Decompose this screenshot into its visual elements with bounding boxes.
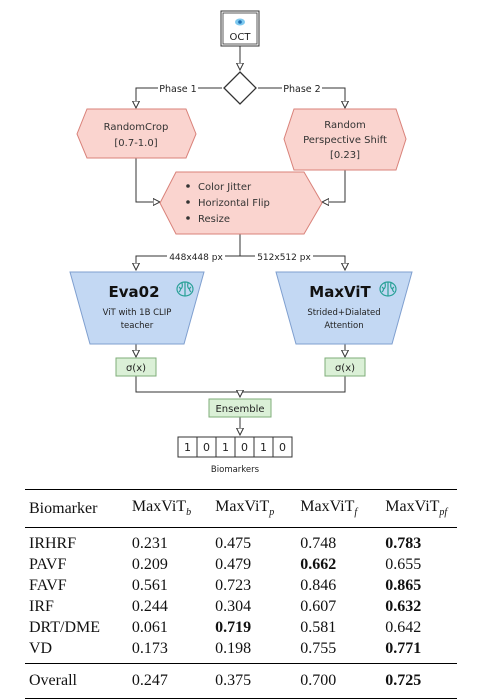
header-biomarker: Biomarker [25,489,132,528]
biomarker-output-vector: 1 0 1 0 1 0 Biomarkers [177,436,293,475]
maxvit-desc-line2: Attention [324,321,363,331]
table-row: VD 0.173 0.198 0.755 0.771 [25,638,457,664]
biomarker-name-cell: Overall [25,663,132,699]
random-perspective-line1: Random [324,120,365,131]
output-bit: 0 [241,441,248,454]
header-maxvit-pf: MaxViTpf [385,489,457,528]
brain-icon [176,281,194,297]
biomarker-name-cell: VD [29,639,53,657]
score-cell: 0.771 [385,639,422,657]
sigmoid-left-node: σ(x) [115,357,157,377]
maxvit-model-node: MaxViT Strided+Dialated Attention [275,271,413,345]
phase-1-label: Phase 1 [159,84,196,95]
eva02-desc-line2: teacher [121,321,154,331]
score-cell: 0.061 [131,618,168,636]
score-cell: 0.244 [131,597,168,615]
eva02-desc-line1: ViT with 1B CLIP [103,308,172,318]
biomarker-name-cell: FAVF [29,576,67,594]
score-cell: 0.655 [385,555,422,573]
random-perspective-node: Random Perspective Shift [0.23] [283,108,407,171]
ensemble-node: Ensemble [208,398,272,418]
random-crop-range: [0.7-1.0] [114,138,157,149]
augment-item: Horizontal Flip [198,198,270,209]
score-cell: 0.700 [300,663,386,699]
score-cell: 0.865 [385,576,422,594]
results-table: Biomarker MaxViTb MaxViTp MaxViTf MaxViT… [25,489,457,699]
score-cell: 0.304 [215,597,252,615]
sigmoid-right-node: σ(x) [324,357,366,377]
size-left-label: 448x448 px [169,253,223,263]
biomarker-name-cell: PAVF [29,555,67,573]
output-bit: 0 [203,441,210,454]
phase-decision-node [223,71,257,105]
sigmoid-right-label: σ(x) [335,363,355,374]
table-row: IRHRF 0.231 0.475 0.748 0.783 [25,528,457,555]
table-row: IRF 0.244 0.304 0.607 0.632 [25,596,457,617]
eye-icon [235,18,245,26]
biomarker-name-cell: IRF [29,597,54,615]
pipeline-diagram: OCT Phase 1 Phase 2 RandomCrop [0.7-1.0]… [69,10,413,475]
score-cell: 0.561 [131,576,168,594]
score-cell: 0.198 [215,639,252,657]
oct-input-node: OCT [220,10,260,47]
augment-item: Color Jitter [198,182,252,193]
size-right-label: 512x512 px [257,253,311,263]
output-bit: 1 [260,441,267,454]
biomarker-name-cell: IRHRF [29,534,77,552]
score-cell: 0.173 [131,639,168,657]
score-cell: 0.748 [300,534,337,552]
augment-item: Resize [198,214,230,225]
score-cell: 0.783 [385,534,422,552]
output-bit: 1 [222,441,229,454]
maxvit-name: MaxViT [309,283,371,301]
sigmoid-left-label: σ(x) [126,363,146,374]
score-cell: 0.375 [215,663,301,699]
ensemble-label: Ensemble [215,404,264,415]
augmentation-node: Color Jitter Horizontal Flip Resize [159,171,323,235]
score-cell: 0.247 [131,663,216,699]
random-perspective-line2: Perspective Shift [303,135,387,146]
random-crop-title: RandomCrop [104,122,169,133]
score-cell: 0.755 [300,639,337,657]
random-crop-node: RandomCrop [0.7-1.0] [76,108,197,159]
eva02-name: Eva02 [108,283,159,301]
score-cell: 0.475 [215,534,252,552]
score-cell: 0.723 [215,576,252,594]
table-row: PAVF 0.209 0.479 0.662 0.655 [25,554,457,575]
eva02-model-node: Eva02 ViT with 1B CLIP teacher [69,271,205,345]
phase-2-label: Phase 2 [283,84,320,95]
score-cell: 0.662 [300,555,337,573]
random-perspective-value: [0.23] [330,150,360,161]
score-cell: 0.846 [300,576,337,594]
header-maxvit-b: MaxViTb [131,489,216,528]
output-bit: 0 [279,441,286,454]
header-maxvit-f: MaxViTf [300,489,386,528]
table-row: FAVF 0.561 0.723 0.846 0.865 [25,575,457,596]
score-cell: 0.209 [131,555,168,573]
score-cell: 0.642 [385,618,422,636]
score-cell: 0.231 [131,534,168,552]
biomarker-name-cell: DRT/DME [29,618,101,636]
score-cell: 0.719 [215,618,252,636]
maxvit-desc-line1: Strided+Dialated [307,308,380,318]
biomarkers-label: Biomarkers [211,465,260,475]
score-cell: 0.479 [215,555,252,573]
table-header-row: Biomarker MaxViTb MaxViTp MaxViTf MaxViT… [25,489,457,528]
brain-icon [379,281,397,297]
oct-label: OCT [230,32,252,43]
table-row: DRT/DME 0.061 0.719 0.581 0.642 [25,617,457,638]
score-cell: 0.607 [300,597,337,615]
output-bit: 1 [184,441,191,454]
score-cell: 0.581 [300,618,337,636]
score-cell: 0.725 [385,663,457,699]
header-maxvit-p: MaxViTp [215,489,301,528]
score-cell: 0.632 [385,597,422,615]
